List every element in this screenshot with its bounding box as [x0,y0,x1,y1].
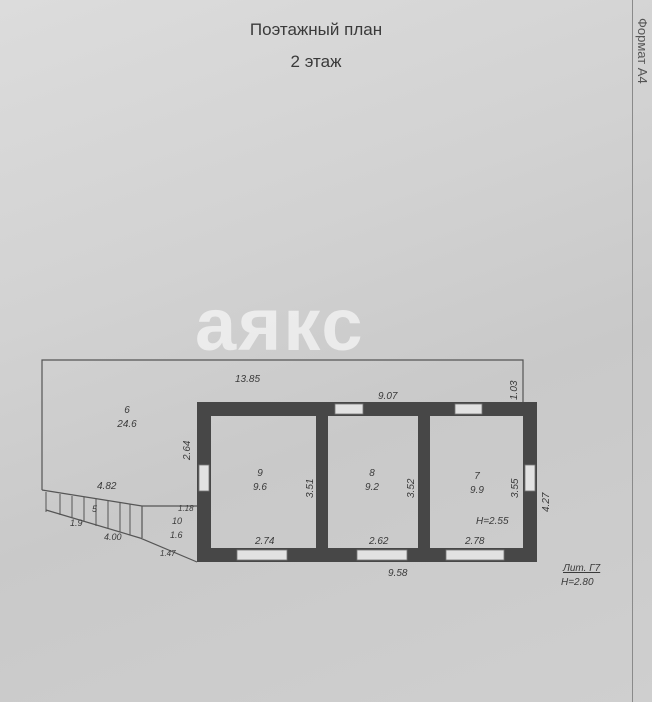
room-6-number: 6 [124,405,130,416]
room-8-number: 8 [369,468,375,479]
room-9-area: 9.6 [253,482,267,493]
room-9-width: 2.74 [254,536,275,547]
room-10-dim-a: 1.18 [178,504,194,513]
plan-title: Поэтажный план [249,20,383,39]
dim-right-offset: 1.03 [509,380,520,400]
room-7-area: 9.9 [470,485,484,496]
room-height: H=2.55 [476,516,509,527]
room-5-number: 5 [92,504,98,514]
room-10-dim-b: 1.47 [160,549,176,558]
stairs [45,492,131,535]
room-10-area: 1.6 [170,530,183,540]
room-5-length: 4.00 [104,532,122,542]
terrace-outline [41,359,524,563]
room-9-depth: 3.51 [305,479,316,498]
liter-height: H=2.80 [561,577,594,588]
room-6-area: 24.6 [116,419,137,430]
room-7-depth: 3.55 [510,478,521,498]
room-5-area: 1.9 [70,518,83,528]
room-8-width: 2.62 [368,536,389,547]
room-7-number: 7 [474,471,480,482]
room-8-depth: 3.52 [406,478,417,498]
room-8-area: 9.2 [365,482,379,493]
windows-doors [198,403,536,561]
dim-left-height: 2.64 [182,440,193,461]
floor-subtitle: 2 этаж [290,52,342,71]
dim-bottom-width: 9.58 [388,568,408,579]
dim-overall-top: 13.85 [235,374,260,385]
page-frame-line [632,0,633,702]
room-10-number: 10 [172,516,182,526]
dim-terrace-width: 4.82 [97,481,117,492]
room-9-number: 9 [257,468,263,479]
watermark-logo: аякс [195,283,365,366]
dim-front-width: 9.07 [378,391,398,402]
dim-right-depth: 4.27 [541,492,552,512]
room-7-width: 2.78 [464,536,485,547]
liter-label: Лит. Г7 [562,563,601,574]
